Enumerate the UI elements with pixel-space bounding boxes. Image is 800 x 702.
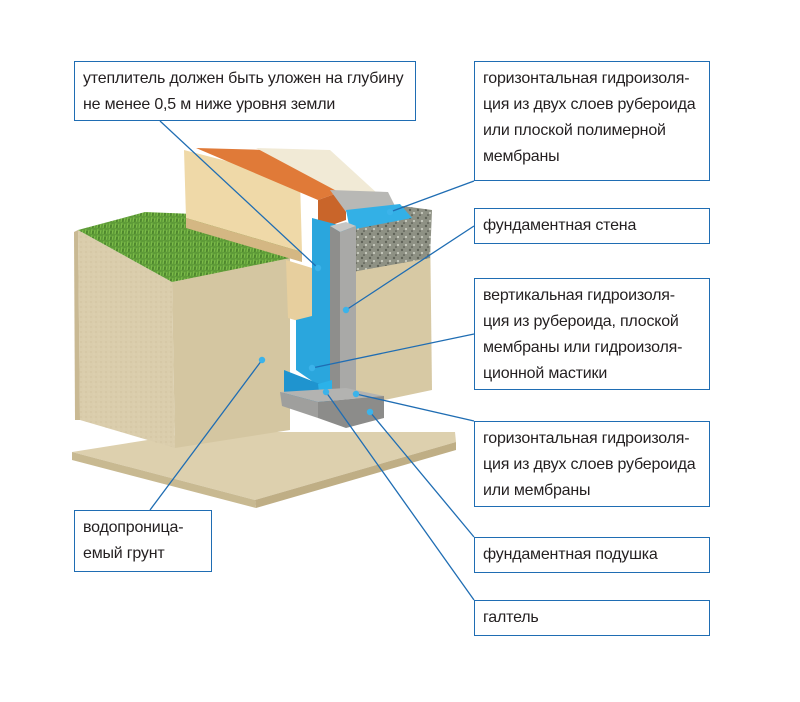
upper-wall-block [256,148,378,196]
foundation-wall [330,222,356,392]
label-foundation-wall: фундаментная стена [474,208,710,244]
label-permeable-soil: водопроница- емый грунт [74,510,212,572]
label-insulation-depth: утеплитель должен быть уложен на глубину… [74,61,416,121]
label-horizontal-waterproofing-top: горизонтальная гидроизоля- ция из двух с… [474,61,710,181]
ground-base [72,432,456,508]
label-foundation-pad: фундаментная подушка [474,537,710,573]
soil-block [74,230,290,448]
label-horizontal-waterproofing-bottom: горизонтальная гидроизоля- ция из двух с… [474,421,710,507]
label-vertical-waterproofing: вертикальная гидроизоля- ция из рубероид… [474,278,710,390]
label-fillet: галтель [474,600,710,636]
foundation-pad [280,388,384,428]
leader-dots [258,208,394,416]
leader-lines [149,120,475,601]
